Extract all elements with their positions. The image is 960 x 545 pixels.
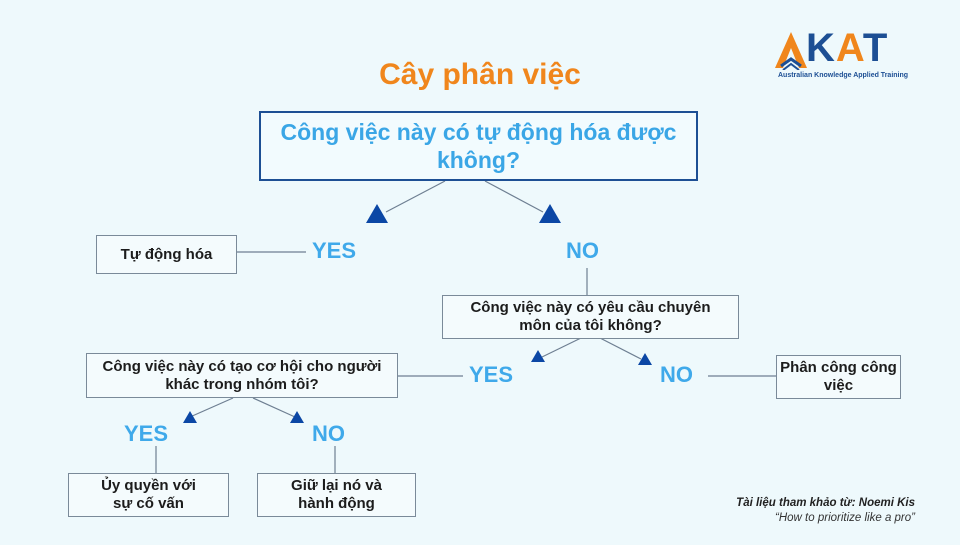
logo-letter-a: A <box>835 26 863 70</box>
no-label-expertise: NO <box>660 362 693 387</box>
assign-text: Phân công công việc <box>780 359 897 394</box>
triangle-icon <box>183 411 197 423</box>
triangle-icon <box>531 350 545 362</box>
root-question-text: Công việc này có tự động hóa được không? <box>280 119 677 173</box>
triangle-icon <box>366 204 388 223</box>
logo-letter-t: T <box>862 26 889 70</box>
no-label-opportunity: NO <box>312 421 345 446</box>
page-title: Cây phân việc <box>379 58 581 91</box>
assign-box: Phân công công việc <box>776 355 901 399</box>
opportunity-question-text: Công việc này có tạo cơ hội cho người kh… <box>102 357 382 393</box>
no-label-automate: NO <box>566 238 599 263</box>
triangle-icon <box>539 204 561 223</box>
automate-box: Tự động hóa <box>96 235 237 274</box>
triangle-icon <box>638 353 652 365</box>
triangle-icon <box>290 411 304 423</box>
delegate-text: Ủy quyền với sự cố vấn <box>101 477 196 512</box>
logo-icon <box>773 30 809 75</box>
expertise-question-text: Công việc này có yêu cầu chuyên môn của … <box>470 299 711 334</box>
keep-box: Giữ lại nó và hành động <box>257 473 416 517</box>
automate-text: Tự động hóa <box>120 245 213 263</box>
delegate-box: Ủy quyền với sự cố vấn <box>68 473 229 517</box>
logo-letter-k: K <box>806 26 836 70</box>
yes-label-opportunity: YES <box>124 421 169 446</box>
expertise-question-box: Công việc này có yêu cầu chuyên môn của … <box>442 295 739 339</box>
root-question-box: Công việc này có tự động hóa được không? <box>259 111 698 181</box>
logo-tagline: Australian Knowledge Applied Training <box>778 72 909 79</box>
logo-wordmark: KAT <box>806 26 888 71</box>
yes-label-expertise: YES <box>469 362 514 387</box>
opportunity-question-box: Công việc này có tạo cơ hội cho người kh… <box>86 353 398 398</box>
yes-label-automate: YES <box>312 238 357 263</box>
reference-source: Tài liệu tham khảo từ: Noemi Kis <box>736 497 915 509</box>
reference-title: “How to prioritize like a pro” <box>775 512 915 524</box>
keep-text: Giữ lại nó và hành động <box>291 477 382 512</box>
